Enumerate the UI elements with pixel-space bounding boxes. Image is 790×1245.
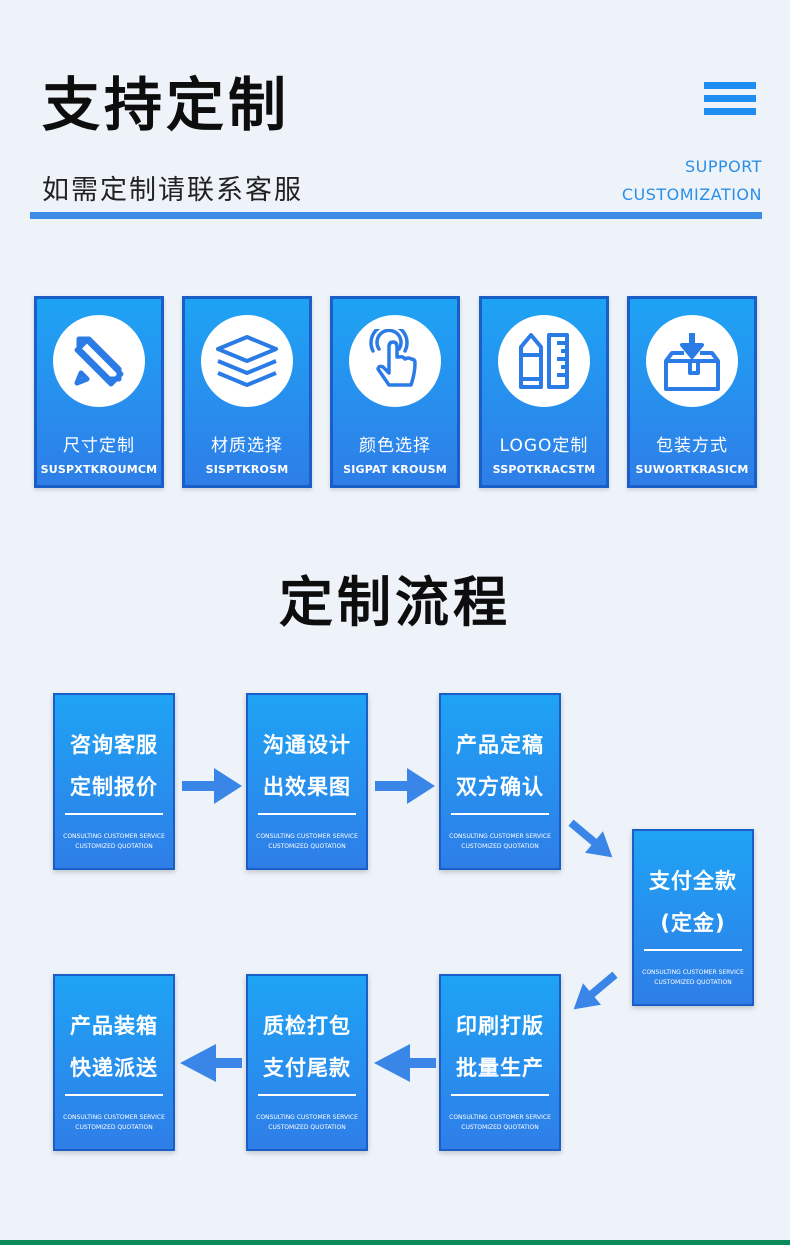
feature-label: 包装方式	[656, 436, 728, 456]
feature-label: 材质选择	[211, 436, 283, 456]
menu-icon[interactable]	[704, 82, 756, 118]
step-title-line2: 快递派送	[70, 1056, 158, 1080]
step-title: 支付全款	[649, 869, 737, 893]
step-caption-line2: CUSTOMIZED QUOTATION	[461, 843, 539, 850]
header-divider	[30, 212, 762, 219]
step-title: 质检打包	[263, 1014, 351, 1038]
feature-sublabel: SUSPXTKROUMCM	[40, 463, 158, 476]
section-title: 定制流程	[279, 571, 511, 634]
step-title: 沟通设计	[263, 733, 351, 757]
step-divider	[258, 1094, 356, 1096]
process-step-3: 产品定稿 双方确认 CONSULTING CUSTOMER SERVICE CU…	[439, 693, 561, 870]
process-step-1: 咨询客服 定制报价 CONSULTING CUSTOMER SERVICE CU…	[53, 693, 175, 870]
feature-card-logo[interactable]: LOGO定制 SSPOTKRACSTM	[479, 296, 609, 488]
process-step-7: 产品装箱 快递派送 CONSULTING CUSTOMER SERVICE CU…	[53, 974, 175, 1151]
english-tagline: SUPPORT CUSTOMIZATION	[622, 153, 762, 209]
step-caption: CONSULTING CUSTOMER SERVICE	[256, 1114, 358, 1121]
step-title-line2: 支付尾款	[263, 1056, 351, 1080]
arrow-left-icon	[374, 1044, 436, 1082]
layers-icon	[201, 315, 293, 407]
arrow-left-icon	[180, 1044, 242, 1082]
feature-card-packaging[interactable]: 包装方式 SUWORTKRASICM	[627, 296, 757, 488]
step-caption-line2: CUSTOMIZED QUOTATION	[75, 843, 153, 850]
arrow-right-icon	[375, 768, 435, 804]
process-step-2: 沟通设计 出效果图 CONSULTING CUSTOMER SERVICE CU…	[246, 693, 368, 870]
english-tagline-line1: SUPPORT	[685, 157, 762, 176]
step-title-line2: 定制报价	[70, 775, 158, 799]
step-title: 产品定稿	[456, 733, 544, 757]
english-tagline-line2: CUSTOMIZATION	[621, 185, 762, 204]
feature-sublabel: SSPOTKRACSTM	[492, 463, 596, 476]
feature-sublabel: SUWORTKRASICM	[635, 463, 749, 476]
step-title-line2: 出效果图	[263, 775, 351, 799]
step-caption-line2: CUSTOMIZED QUOTATION	[75, 1124, 153, 1131]
step-divider	[65, 813, 163, 815]
step-divider	[451, 813, 549, 815]
step-divider	[644, 949, 742, 951]
arrow-down-right-icon	[568, 819, 613, 858]
feature-label: 尺寸定制	[63, 436, 135, 456]
step-caption: CONSULTING CUSTOMER SERVICE	[449, 833, 551, 840]
pencil-ruler-icon	[498, 315, 590, 407]
step-caption-line2: CUSTOMIZED QUOTATION	[461, 1124, 539, 1131]
box-icon	[646, 315, 738, 407]
step-title: 产品装箱	[70, 1014, 158, 1038]
step-caption: CONSULTING CUSTOMER SERVICE	[63, 1114, 165, 1121]
feature-card-color[interactable]: 颜色选择 SIGPAT KROUSM	[330, 296, 460, 488]
feature-label: LOGO定制	[499, 436, 589, 456]
step-caption: CONSULTING CUSTOMER SERVICE	[449, 1114, 551, 1121]
step-divider	[451, 1094, 549, 1096]
step-caption-line2: CUSTOMIZED QUOTATION	[268, 1124, 346, 1131]
process-step-6: 质检打包 支付尾款 CONSULTING CUSTOMER SERVICE CU…	[246, 974, 368, 1151]
step-caption: CONSULTING CUSTOMER SERVICE	[63, 833, 165, 840]
page-subtitle: 如需定制请联系客服	[42, 175, 303, 206]
step-title-line2: (定金)	[660, 911, 726, 935]
arrow-down-left-icon	[573, 971, 618, 1010]
feature-card-size[interactable]: 尺寸定制 SUSPXTKROUMCM	[34, 296, 164, 488]
feature-sublabel: SIGPAT KROUSM	[343, 463, 447, 476]
step-caption-line2: CUSTOMIZED QUOTATION	[654, 979, 732, 986]
arrow-right-icon	[182, 768, 242, 804]
feature-card-material[interactable]: 材质选择 SISPTKROSM	[182, 296, 312, 488]
ruler-pencil-icon	[53, 315, 145, 407]
feature-label: 颜色选择	[359, 436, 431, 456]
step-caption: CONSULTING CUSTOMER SERVICE	[642, 969, 744, 976]
step-caption: CONSULTING CUSTOMER SERVICE	[256, 833, 358, 840]
step-title: 咨询客服	[70, 733, 158, 757]
page-title: 支持定制	[42, 71, 291, 139]
touch-icon	[349, 315, 441, 407]
process-step-5: 印刷打版 批量生产 CONSULTING CUSTOMER SERVICE CU…	[439, 974, 561, 1151]
step-caption-line2: CUSTOMIZED QUOTATION	[268, 843, 346, 850]
step-title-line2: 双方确认	[456, 775, 544, 799]
feature-sublabel: SISPTKROSM	[205, 463, 289, 476]
bottom-border	[0, 1240, 790, 1245]
step-divider	[258, 813, 356, 815]
step-title-line2: 批量生产	[456, 1056, 544, 1080]
step-title: 印刷打版	[456, 1014, 544, 1038]
step-divider	[65, 1094, 163, 1096]
process-step-4: 支付全款 (定金) CONSULTING CUSTOMER SERVICE CU…	[632, 829, 754, 1006]
